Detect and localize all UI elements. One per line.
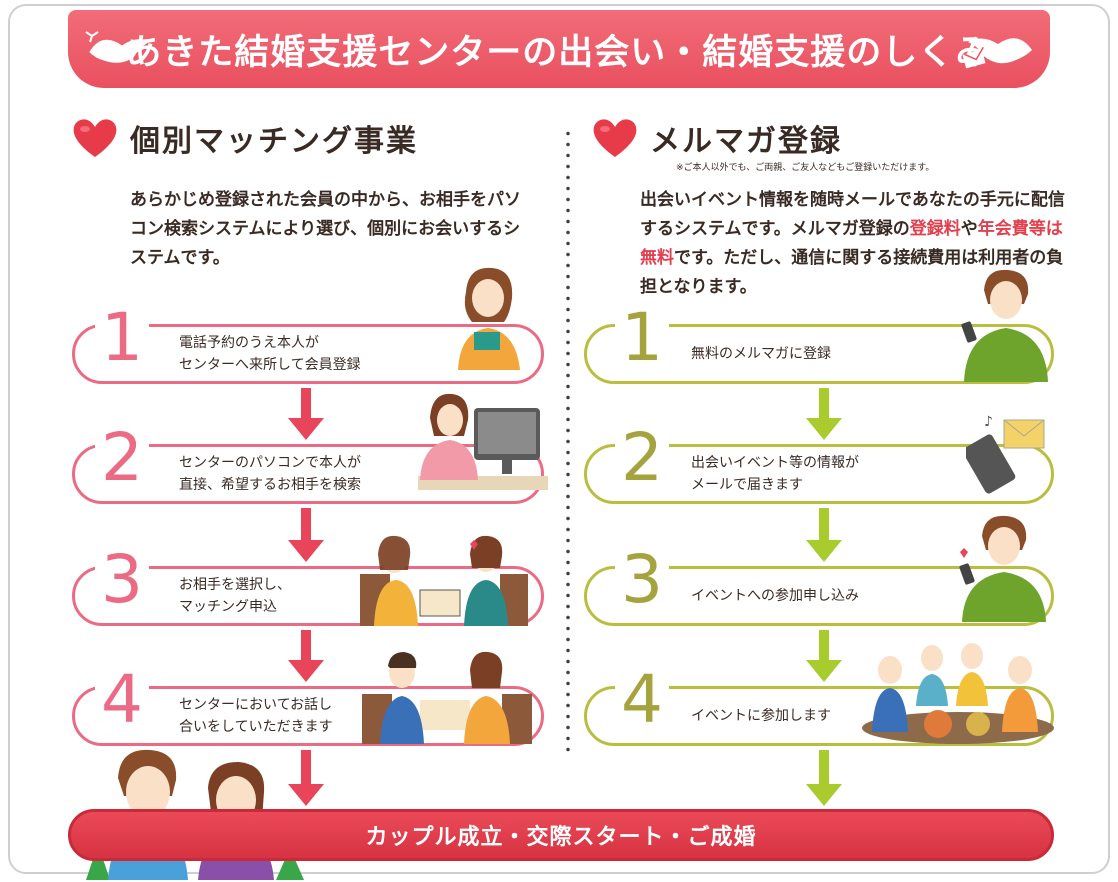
step-number: 3 <box>95 547 149 613</box>
man-phone-illustration <box>961 269 1048 382</box>
step-number: 4 <box>615 667 669 733</box>
down-arrow-icon <box>806 750 842 806</box>
matching-description: あらかじめ登録された会員の中から、お相手をパソコン検索システムにより選び、個別に… <box>130 190 521 268</box>
down-arrow-icon <box>288 750 324 806</box>
dotted-divider <box>566 128 570 758</box>
desc-highlight: 登録料 <box>909 219 961 239</box>
step-text: 無料のメルマガに登録 <box>691 346 831 362</box>
desc-text: や <box>960 219 978 239</box>
banner-title: あきた結婚支援センターの出会い・結婚支援のしくみ <box>126 32 992 73</box>
mailmag-description: 出会いイベント情報を随時メールであなたの手元に配信するシステムです。メルマガ登録… <box>640 186 1070 302</box>
step-text: イベントへの参加申し込み <box>691 588 859 604</box>
phone-mail-icon: ♪ <box>966 414 1045 494</box>
couple-matching-illustration <box>360 535 528 626</box>
down-arrow-icon <box>288 630 324 682</box>
section-title: メルマガ登録 <box>650 124 842 159</box>
heart-icon <box>73 119 117 157</box>
down-arrow-icon <box>806 630 842 682</box>
note-text: ※ご本人以外でも、ご両親、ご友人などもご登録いただけます。 <box>676 163 935 173</box>
heart-icon <box>593 119 637 157</box>
down-arrow-icon <box>288 388 324 440</box>
step-number: 2 <box>95 425 149 491</box>
mailmag-heading: メルマガ登録 <box>592 116 842 160</box>
woman-computer-illustration <box>418 393 548 490</box>
step-text: センターのパソコンで本人が 直接、希望するお相手を検索 <box>179 455 361 493</box>
down-arrow-icon <box>806 508 842 562</box>
step-number: 1 <box>95 305 149 371</box>
step-number: 4 <box>95 667 149 733</box>
woman-thinking-illustration <box>458 267 520 370</box>
down-arrow-icon <box>288 508 324 562</box>
desc-text: です。ただし、通信に関する接続費用は利用者の負担となります。 <box>640 248 1064 297</box>
result-text: カップル成立・交際スタート・ご成婚 <box>365 825 757 850</box>
matching-step-2: 2 センターのパソコンで本人が 直接、希望するお相手を検索 <box>72 425 544 504</box>
step-number: 1 <box>615 305 669 371</box>
desc-highlight: 年会費等は無料 <box>640 219 1063 268</box>
svg-text:♪: ♪ <box>984 414 993 430</box>
down-arrow-icon <box>806 388 842 440</box>
man-phone-illustration <box>959 515 1046 622</box>
step-number: 3 <box>615 547 669 613</box>
desc-text: 出会いイベント情報を随時メールであなたの手元に配信するシステムです。メルマガ登録… <box>640 190 1065 239</box>
dove-icon <box>962 38 1032 69</box>
group-event-illustration <box>862 643 1054 744</box>
section-title: 個別マッチング事業 <box>130 124 418 159</box>
dove-icon <box>85 31 150 63</box>
step-text: 電話予約のうえ本人が センターへ来所して会員登録 <box>179 335 361 373</box>
result-banner: カップル成立・交際スタート・ご成婚 <box>68 809 1054 861</box>
step-text: イベントに参加します <box>691 708 831 724</box>
matching-heading: 個別マッチング事業 <box>72 116 418 160</box>
title-banner: あきた結婚支援センターの出会い・結婚支援のしくみ <box>68 10 1050 88</box>
step-text: お相手を選択し、 マッチング申込 <box>179 577 291 615</box>
step-text: 出会いイベント等の情報が メールで届きます <box>691 455 859 493</box>
step-number: 2 <box>615 425 669 491</box>
couple-talking-illustration <box>362 651 532 744</box>
step-text: センターにおいてお話し 合いをしていただきます <box>179 697 333 735</box>
